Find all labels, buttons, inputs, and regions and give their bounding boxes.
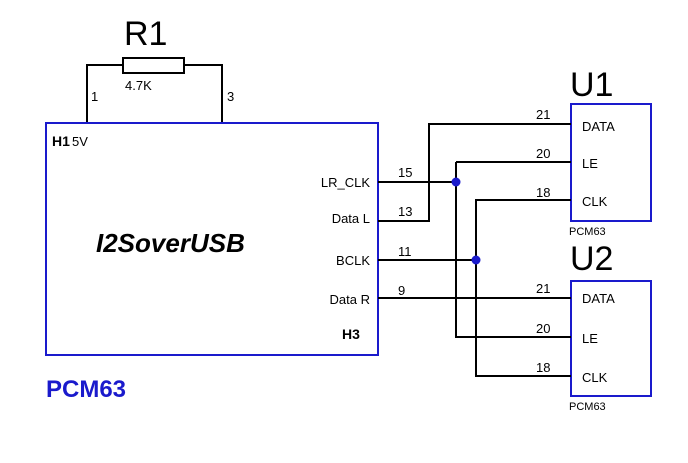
module-part-label: PCM63 xyxy=(46,376,126,403)
module-pin-label-datar: Data R xyxy=(330,292,370,307)
chip-u2-pin-data: DATA xyxy=(582,291,615,306)
resistor-r1: R1 4.7K 1 3 xyxy=(86,15,234,123)
junction-dot-clk xyxy=(471,255,481,265)
chip-u2-pin-clk: CLK xyxy=(582,370,608,385)
wire-clk-bus xyxy=(475,199,571,377)
resistor-ref: R1 xyxy=(124,15,167,53)
chip-u1-pin-data: DATA xyxy=(582,119,615,134)
module-pin-label-bclk: BCLK xyxy=(336,253,370,268)
resistor-pin-1: 1 xyxy=(91,89,98,104)
chip-u2-part: PCM63 xyxy=(569,401,606,413)
resistor-body xyxy=(122,57,185,74)
module-pin-num-15: 15 xyxy=(398,165,412,180)
resistor-value: 4.7K xyxy=(125,78,152,93)
chip-u2: U2 DATA LE CLK 21 20 18 PCM63 xyxy=(536,240,652,413)
chip-u1-pin-le: LE xyxy=(582,156,598,171)
wire-datal-to-u1-data xyxy=(378,123,571,222)
junction-dot-le xyxy=(451,177,461,187)
chip-u2-pin-num-21: 21 xyxy=(536,281,550,296)
module-pin-label-lrclk: LR_CLK xyxy=(321,175,370,190)
chip-u1-part: PCM63 xyxy=(569,226,606,238)
wire-le-bus-to-u2 xyxy=(455,162,571,338)
module-connector: H3 xyxy=(342,326,360,342)
module-pin-num-9: 9 xyxy=(398,283,405,298)
chip-u2-outline xyxy=(570,280,652,397)
chip-u1: U1 DATA LE CLK 21 20 18 PCM63 xyxy=(536,66,652,238)
resistor-lead-left xyxy=(86,64,123,123)
module-supply: 5V xyxy=(72,134,88,149)
resistor-pin-3: 3 xyxy=(227,89,234,104)
resistor-lead-right xyxy=(184,64,223,123)
wires xyxy=(378,123,571,377)
module-name: I2SoverUSB xyxy=(96,228,245,258)
chip-u2-pin-le: LE xyxy=(582,331,598,346)
module-block: H1 5V I2SoverUSB H3 PCM63 LR_CLK Data L … xyxy=(45,122,412,403)
chip-u2-pin-num-18: 18 xyxy=(536,360,550,375)
chip-u2-pin-num-20: 20 xyxy=(536,321,550,336)
chip-u1-ref: U1 xyxy=(570,66,613,104)
module-pin-num-13: 13 xyxy=(398,204,412,219)
module-pin-num-11: 11 xyxy=(398,244,412,259)
chip-u1-pin-num-18: 18 xyxy=(536,185,550,200)
module-outline xyxy=(45,122,379,356)
module-pin-label-datal: Data L xyxy=(332,211,370,226)
chip-u1-pin-num-21: 21 xyxy=(536,107,550,122)
module-ref: H1 xyxy=(52,133,70,149)
chip-u1-pin-clk: CLK xyxy=(582,194,608,209)
chip-u2-ref: U2 xyxy=(570,240,613,278)
chip-u1-pin-num-20: 20 xyxy=(536,146,550,161)
